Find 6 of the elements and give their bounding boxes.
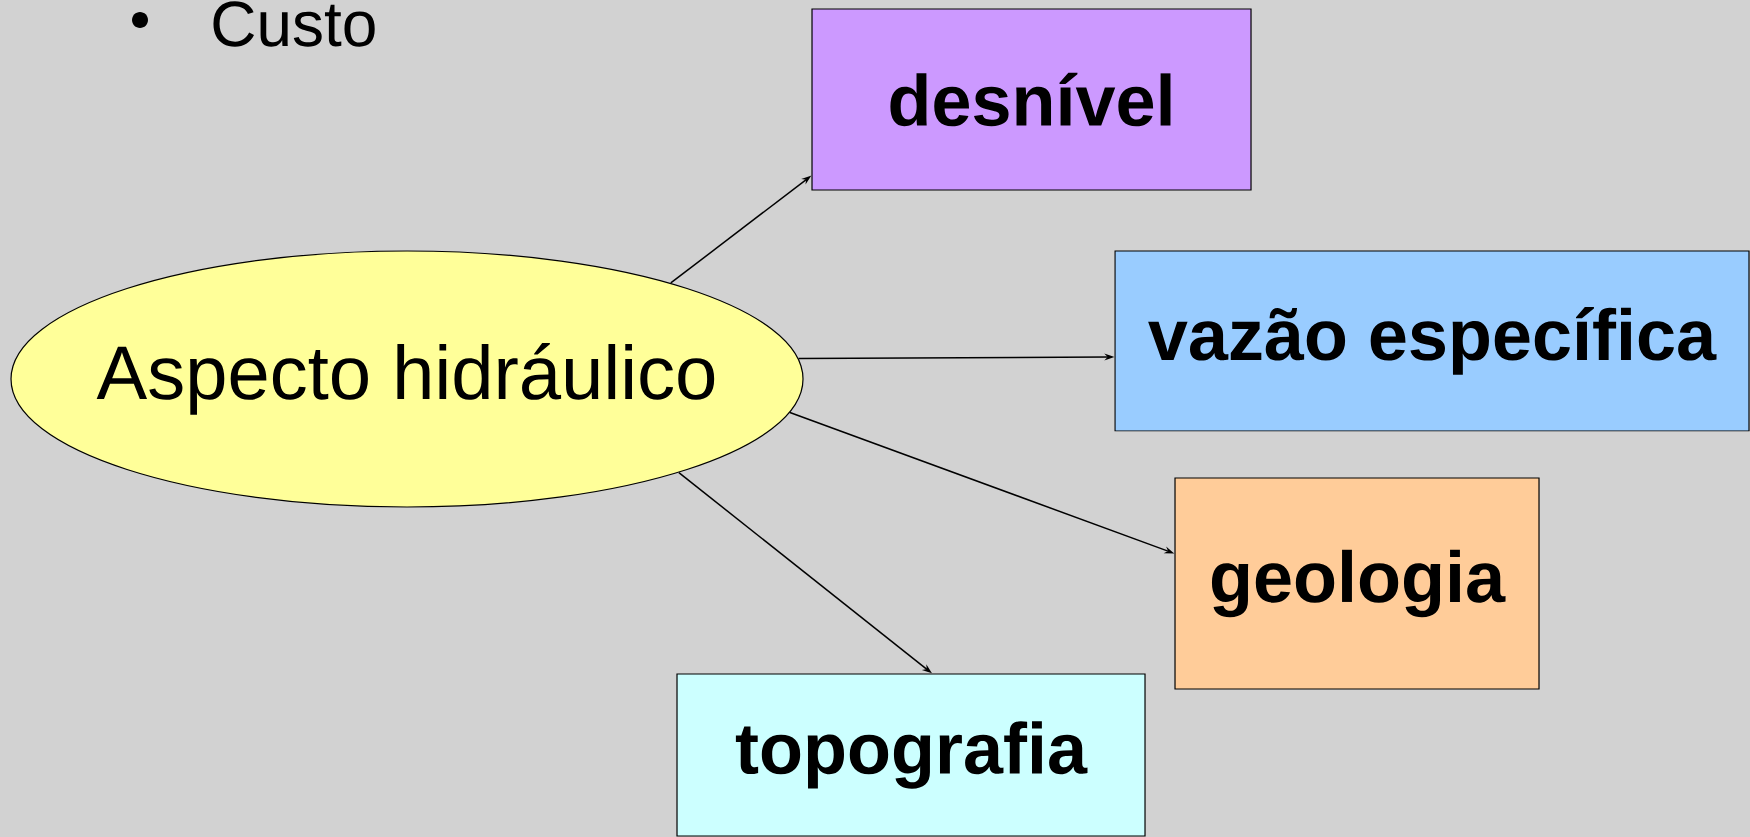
process-box: desnível	[811, 8, 1252, 191]
process-box: vazão específica	[1114, 250, 1750, 432]
bullet-text: Custo	[213, 1, 375, 47]
process-box: geologia	[1174, 477, 1540, 690]
ellipse-node: Aspecto hidráulico	[10, 250, 804, 508]
process-box: topografia	[676, 673, 1146, 837]
